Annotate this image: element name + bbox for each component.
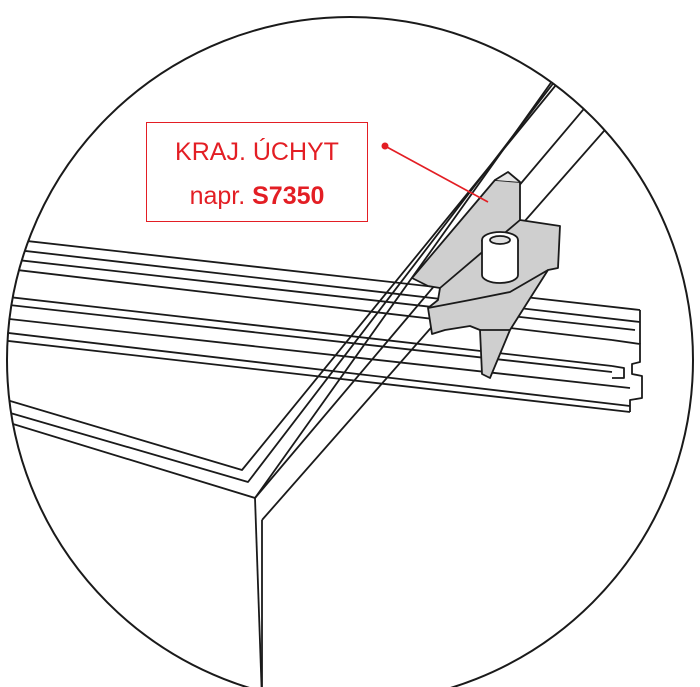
mounting-rail [7, 237, 643, 413]
callout-prefix: napr. [189, 182, 253, 210]
callout-box: KRAJ. ÚCHYT napr. S7350 [146, 122, 368, 222]
detail-circle [6, 16, 694, 687]
callout-leader [381, 142, 489, 203]
callout-title: KRAJ. ÚCHYT [175, 138, 339, 166]
clamp-bolt [481, 231, 519, 284]
callout-part-number: napr. S7350 [147, 181, 367, 211]
callout-code: S7350 [252, 182, 325, 210]
